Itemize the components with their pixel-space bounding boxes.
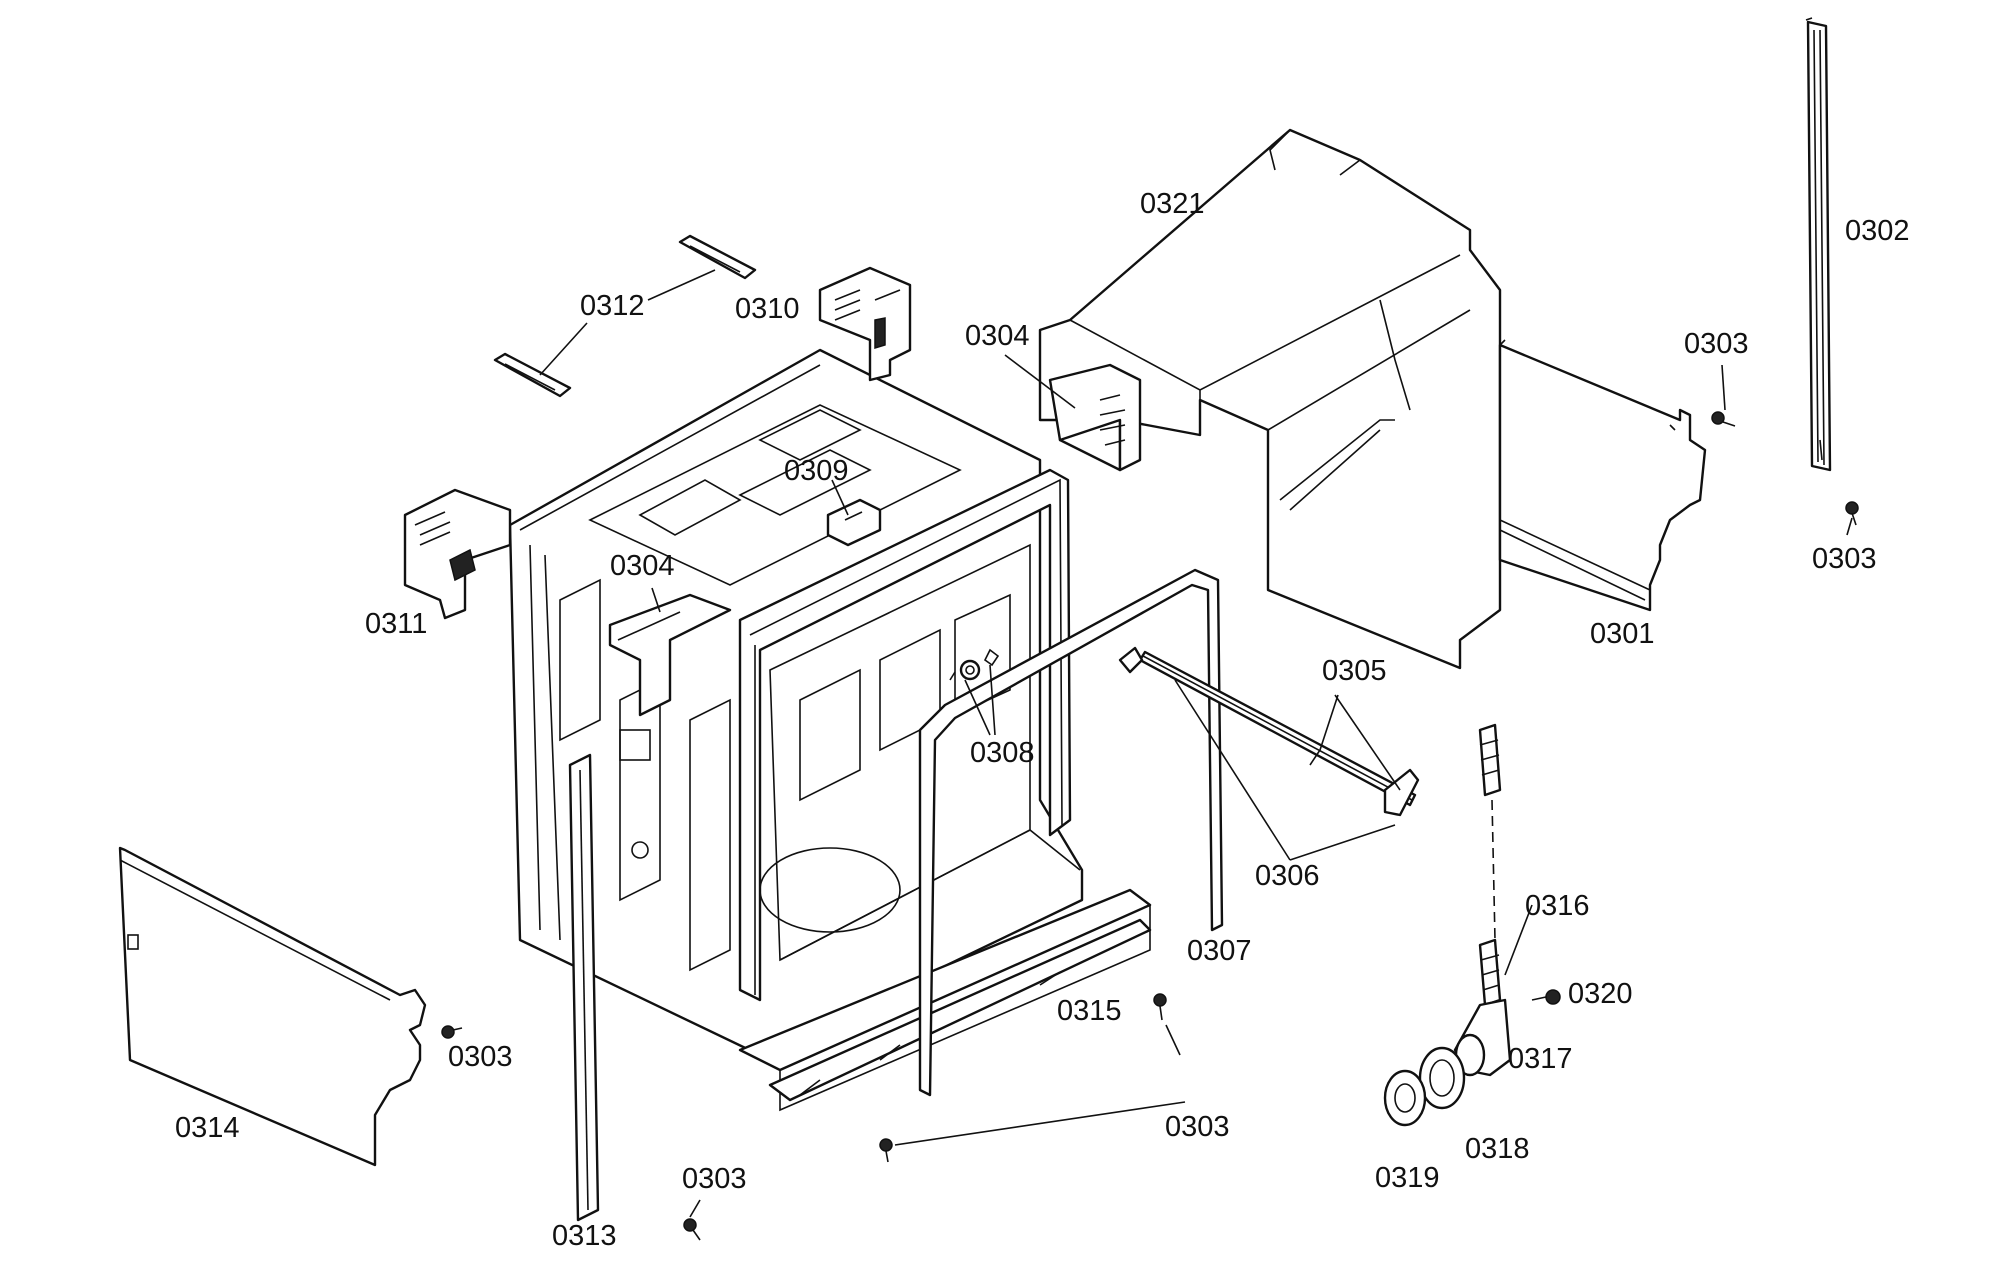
label-0302: 0302 <box>1845 215 1910 247</box>
part-0313-vertical-strip <box>568 753 600 1222</box>
screw-icon <box>879 1138 893 1163</box>
label-0309: 0309 <box>784 455 849 487</box>
screws-0303 <box>441 411 1859 1241</box>
part-0309-bracket <box>826 498 882 547</box>
label-0321: 0321 <box>1140 188 1205 220</box>
label-0316: 0316 <box>1525 890 1590 922</box>
label-0307: 0307 <box>1187 935 1252 967</box>
screw-icon <box>1845 501 1859 526</box>
label-0301: 0301 <box>1590 618 1655 650</box>
screw-icon <box>441 1025 463 1039</box>
label-0303-left: 0303 <box>448 1041 513 1073</box>
label-0304-upper: 0304 <box>965 320 1030 352</box>
part-0308-washers <box>949 648 1000 681</box>
label-0318: 0318 <box>1465 1133 1530 1165</box>
part-labels: 0301 0302 0303 0303 0303 0303 0303 0304 … <box>175 188 1910 1252</box>
part-0301-side-panel <box>1498 339 1707 612</box>
label-0306: 0306 <box>1255 860 1320 892</box>
label-0313: 0313 <box>552 1220 617 1252</box>
label-0303-upper-right: 0303 <box>1684 328 1749 360</box>
label-0304-lower: 0304 <box>610 550 675 582</box>
part-0312-clips <box>493 234 757 398</box>
screw-icon <box>1711 411 1736 427</box>
label-0305: 0305 <box>1322 655 1387 687</box>
part-0319-cap <box>1383 1069 1427 1127</box>
screw-icon <box>683 1218 701 1241</box>
part-0302-side-strip <box>1805 17 1832 472</box>
screw-icon <box>1531 989 1561 1005</box>
label-0308: 0308 <box>970 737 1035 769</box>
part-0310-hinge-block <box>818 266 912 382</box>
part-0315-bottom-rail <box>768 918 1152 1102</box>
label-0320: 0320 <box>1568 978 1633 1010</box>
label-0312: 0312 <box>580 290 645 322</box>
label-0310: 0310 <box>735 293 800 325</box>
part-0317-valve <box>1453 998 1512 1077</box>
label-0311: 0311 <box>365 608 427 640</box>
label-0303-bottom: 0303 <box>1165 1111 1230 1143</box>
label-0319: 0319 <box>1375 1162 1440 1194</box>
part-0316-hose <box>1478 723 1502 1007</box>
label-0315: 0315 <box>1057 995 1122 1027</box>
leader-lines <box>539 269 1853 1218</box>
part-0307-door-seal <box>918 568 1224 1097</box>
label-0303-bottom-left: 0303 <box>682 1163 747 1195</box>
part-0314-front-panel <box>118 846 427 1167</box>
part-0305-rail <box>1118 646 1420 817</box>
part-0321-insulation-panel <box>1004 128 1502 670</box>
part-0304-bracket-left <box>608 593 732 717</box>
main-tub-assembly <box>508 348 1152 1112</box>
label-0314: 0314 <box>175 1112 240 1144</box>
part-0311-hinge-block <box>403 488 512 620</box>
screw-icon <box>1153 993 1167 1021</box>
label-0317: 0317 <box>1508 1043 1573 1075</box>
label-0303-right: 0303 <box>1812 543 1877 575</box>
part-0318-ring <box>1418 1046 1466 1110</box>
